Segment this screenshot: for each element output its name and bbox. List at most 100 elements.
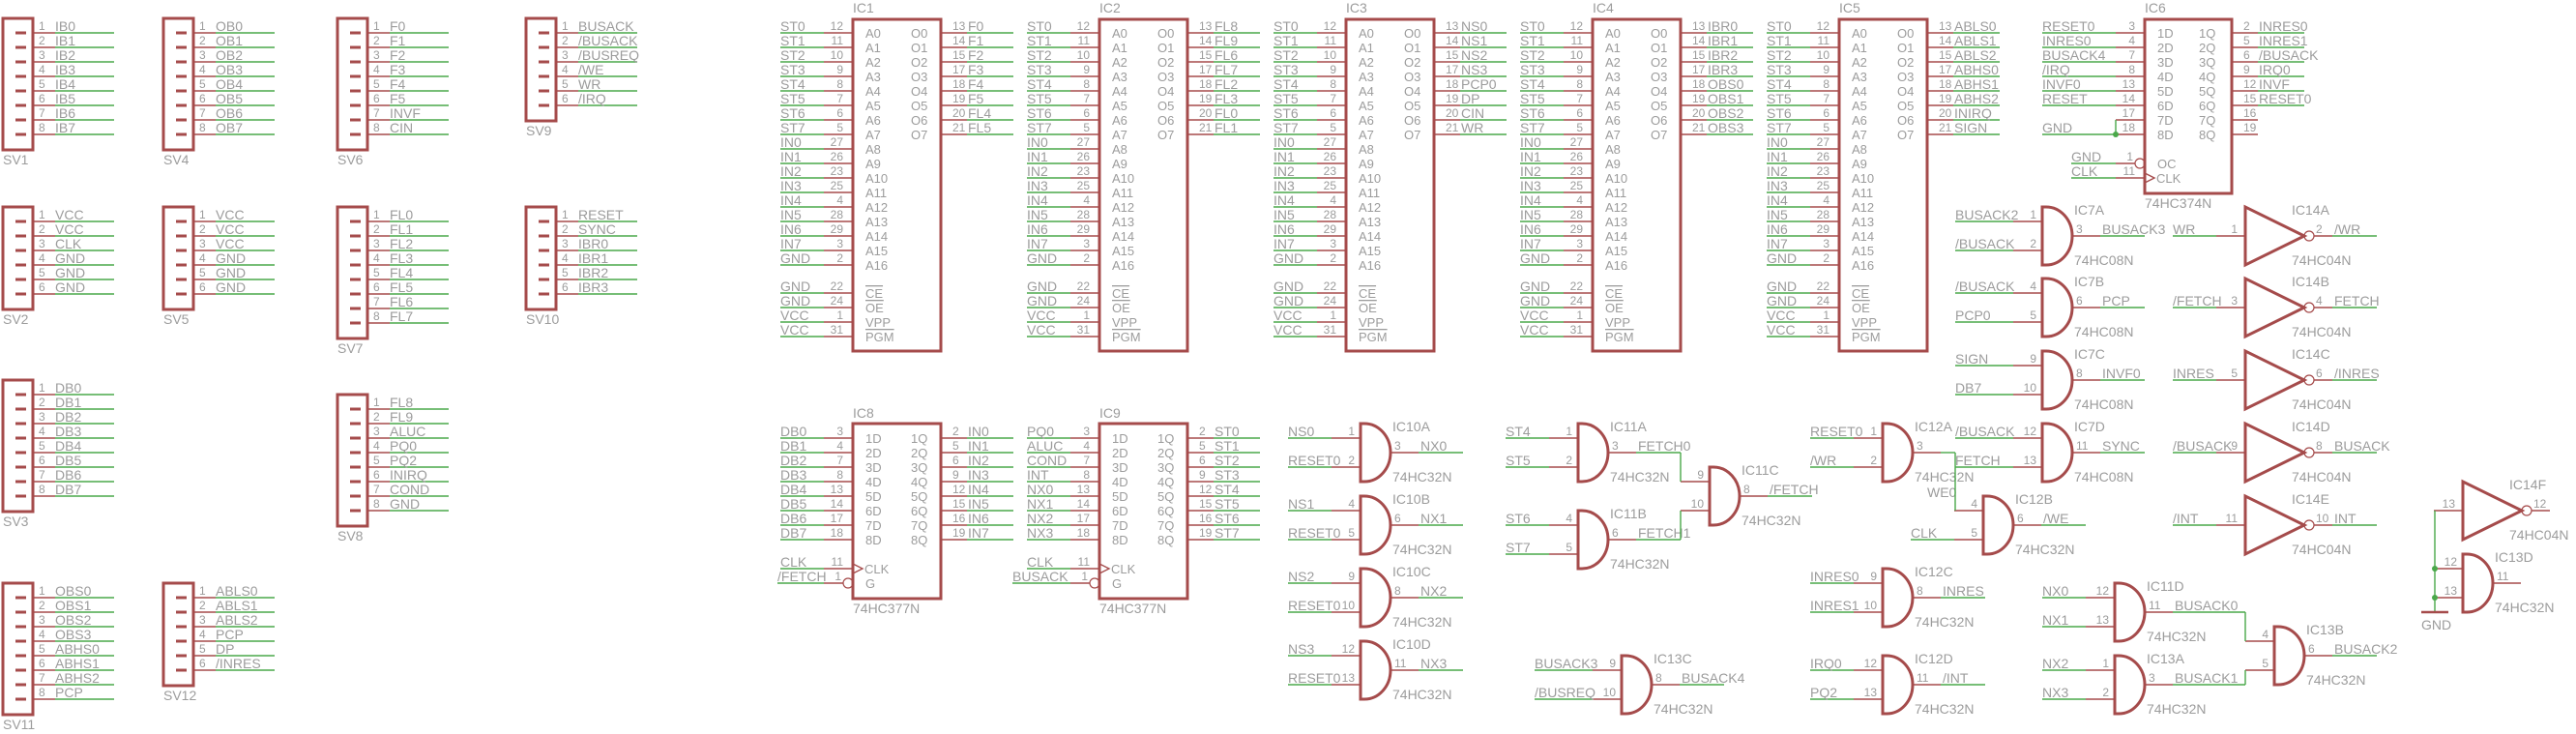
net-label: IN4 xyxy=(1520,192,1541,208)
net-label: FL1 xyxy=(390,221,413,237)
net-label: IN2 xyxy=(1273,163,1295,179)
pin-number: 2 xyxy=(199,599,206,612)
net-label: NS0 xyxy=(1288,424,1314,439)
pin-number: 4 xyxy=(39,425,45,438)
net-label: ABLS1 xyxy=(216,598,258,613)
net-label: ST6 xyxy=(780,105,805,121)
net-label: INIRQ xyxy=(390,467,427,483)
pin-name: A12 xyxy=(1359,200,1381,215)
pin-name: A14 xyxy=(1112,229,1134,244)
pin-number: 18 xyxy=(1692,77,1706,91)
net-label: IN7 xyxy=(780,236,802,251)
ground-symbol[interactable]: GND xyxy=(2421,610,2451,632)
pin-name: O1 xyxy=(1404,41,1420,55)
pin-number: 5 xyxy=(562,266,569,279)
pin-name: O3 xyxy=(1404,70,1420,84)
pin-number: 6 xyxy=(1394,512,1401,525)
pin-name: O0 xyxy=(1897,26,1914,41)
net-label: /WR xyxy=(2334,221,2360,237)
pin-name: A10 xyxy=(1359,171,1381,186)
pin-number: 1 xyxy=(39,19,45,33)
part-label: 74HC32N xyxy=(1392,469,1451,484)
pin-number: 1 xyxy=(834,570,841,583)
pin-number: 13 xyxy=(1199,19,1213,33)
pin-contact xyxy=(539,278,549,281)
pin-number: 10 xyxy=(831,48,844,62)
pin-contact xyxy=(15,451,26,455)
pin-number: 1 xyxy=(562,19,569,33)
gate-body xyxy=(1881,654,1915,716)
pin-number: 14 xyxy=(831,497,844,511)
net-label: ST6 xyxy=(1215,511,1240,526)
net-label: WR xyxy=(578,76,600,92)
pin-name: A7 xyxy=(1359,128,1374,142)
pin-number: 18 xyxy=(1077,526,1091,540)
net-label: CLK xyxy=(780,554,807,570)
pin-name: A15 xyxy=(1852,244,1874,258)
net-label: VCC xyxy=(1767,308,1796,323)
pin-name: A3 xyxy=(1112,70,1127,84)
pin-contact xyxy=(350,407,361,411)
pin-number: 4 xyxy=(373,439,380,453)
net-label: DB5 xyxy=(780,496,806,512)
net-label: ST0 xyxy=(780,18,805,34)
pin-contact xyxy=(15,103,26,107)
pin-number: 7 xyxy=(2128,48,2135,62)
pin-contact xyxy=(539,45,549,49)
net-label: INRES1 xyxy=(1810,598,1859,613)
pin-number: 27 xyxy=(1817,135,1830,149)
pin-name: 8Q xyxy=(2199,128,2215,142)
pin-number: 6 xyxy=(373,468,380,482)
net-label: ST5 xyxy=(1273,91,1299,106)
pin-name: A9 xyxy=(1852,157,1867,171)
pin-number: 29 xyxy=(1817,222,1830,236)
